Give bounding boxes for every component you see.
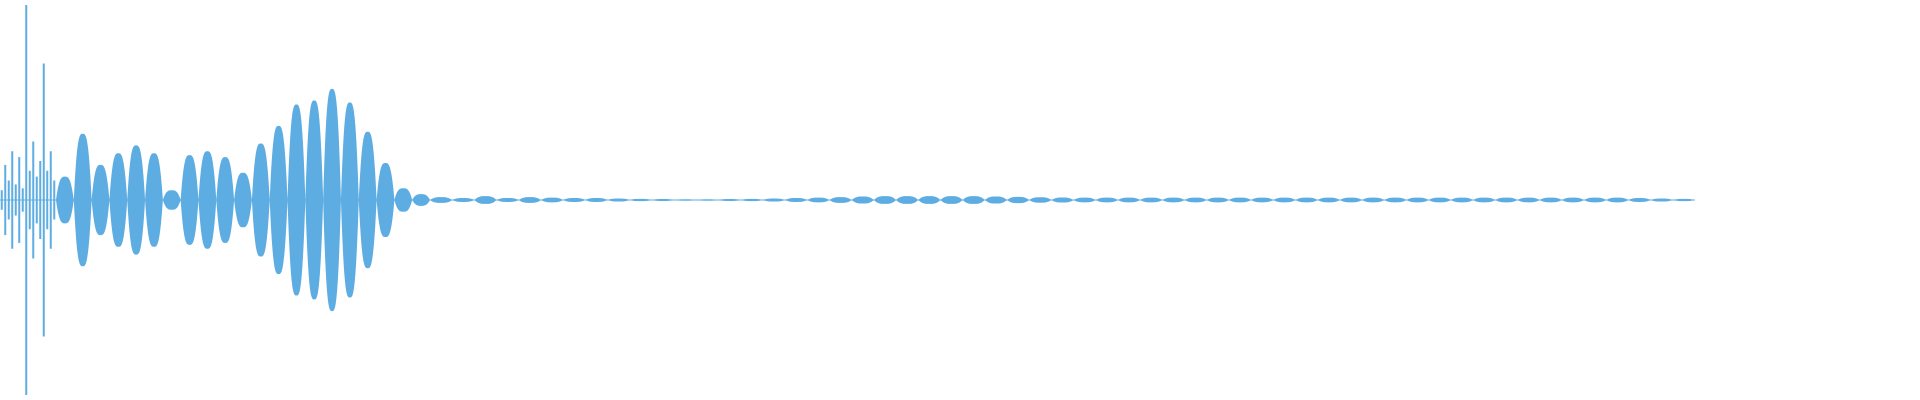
waveform-envelope	[0, 5, 1695, 395]
